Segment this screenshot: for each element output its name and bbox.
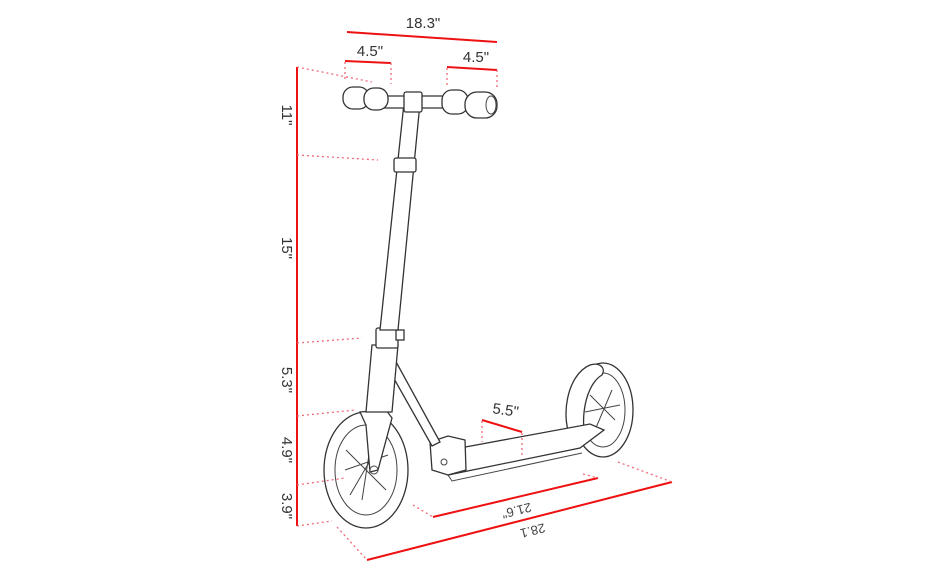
scooter-illustration	[323, 86, 634, 529]
height-base-label: 3.9"	[278, 493, 295, 519]
deck-length-label: 21.6"	[500, 500, 533, 522]
handlebar-width-label: 18.3"	[406, 15, 441, 32]
grip-left-label: 4.5"	[357, 43, 383, 60]
height-top-label: 11"	[278, 105, 295, 126]
deck-width-line	[481, 419, 523, 433]
grip-right-label: 4.5"	[463, 49, 489, 66]
handlebar-width-line	[346, 31, 498, 43]
deck-length-line	[432, 477, 599, 518]
deck-width-label: 5.5"	[491, 400, 519, 420]
height-fork-label: 4.9"	[278, 437, 295, 463]
height-upper-fork-label: 5.3"	[278, 367, 295, 393]
grip-right-line	[446, 66, 498, 71]
height-stem-label: 15"	[278, 237, 295, 259]
total-length-label: 28.1	[519, 520, 547, 541]
total-length-line	[366, 481, 673, 561]
grip-left-line	[344, 60, 392, 64]
